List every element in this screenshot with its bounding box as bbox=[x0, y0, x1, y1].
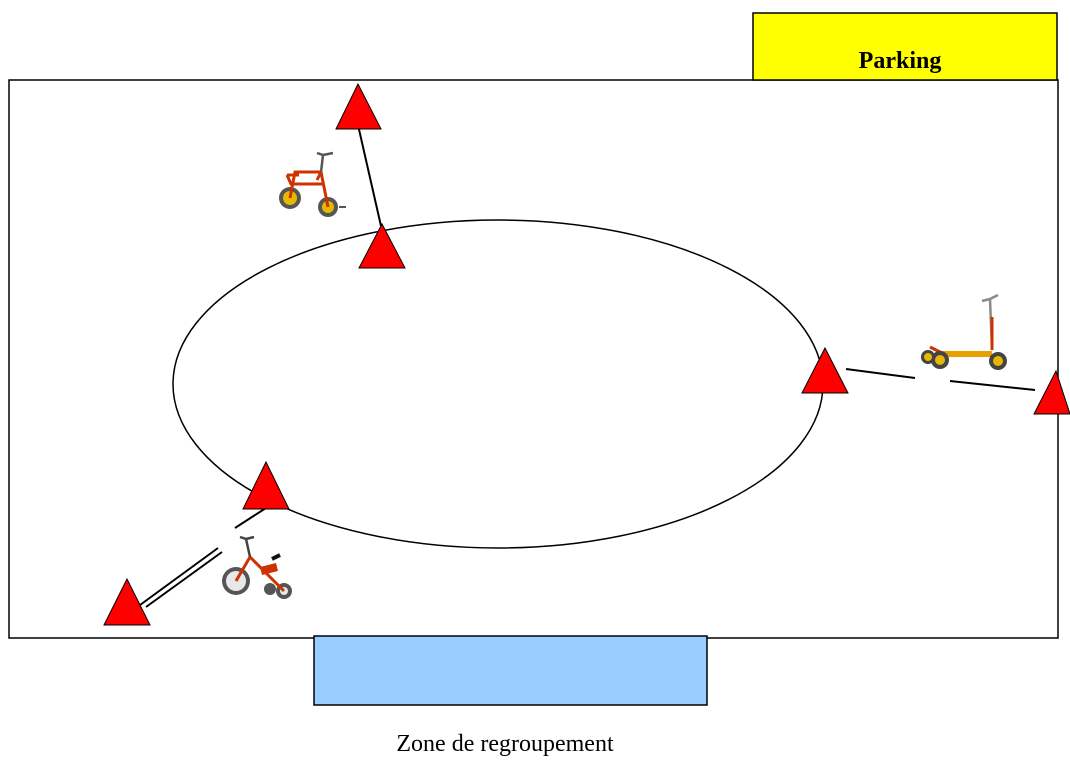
cone-icon bbox=[242, 460, 290, 510]
regroup-label: Zone de regroupement bbox=[396, 731, 614, 757]
cones bbox=[103, 82, 1070, 626]
cone-icon bbox=[103, 577, 151, 626]
parking-label: Parking bbox=[859, 48, 942, 74]
line-left-a bbox=[234, 507, 267, 529]
cone-icon bbox=[1033, 369, 1070, 415]
parking-box bbox=[752, 12, 1058, 81]
line-left-c bbox=[145, 551, 223, 608]
line-top bbox=[357, 124, 382, 227]
regroup-box bbox=[313, 635, 708, 706]
cone-icon bbox=[801, 346, 849, 394]
connector-lines bbox=[139, 124, 1036, 608]
line-left-b bbox=[139, 547, 219, 606]
tricycle-icon bbox=[222, 535, 292, 599]
tricycle-icon bbox=[279, 151, 346, 217]
cone-icon bbox=[358, 222, 406, 269]
line-right-a bbox=[845, 368, 916, 379]
parking-area: Parking bbox=[752, 12, 1058, 81]
line-right-b bbox=[949, 380, 1036, 391]
cone-icon bbox=[335, 82, 382, 130]
scooter-icon bbox=[921, 293, 1007, 370]
regroup-area: Zone de regroupement bbox=[313, 635, 708, 757]
field-boundary bbox=[8, 79, 1059, 639]
